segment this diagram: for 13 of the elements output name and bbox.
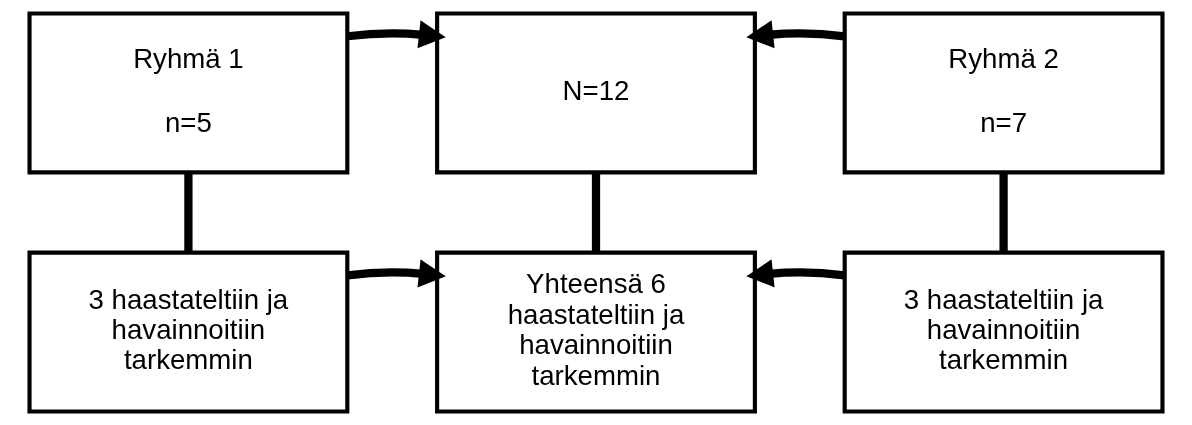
node-box: N=12 xyxy=(435,11,757,175)
node-box: Ryhmä 2 n=7 xyxy=(842,11,1165,175)
arrow xyxy=(347,20,446,49)
arrow xyxy=(746,20,845,49)
arrow xyxy=(746,259,845,288)
node-box: 3 haastateltiin ja havainnoitiin tarkemmin xyxy=(27,250,350,414)
connector xyxy=(999,173,1008,253)
node-box: 3 haastateltiin ja havainnoitiin tarkemmin xyxy=(842,250,1165,414)
arrow xyxy=(347,259,446,288)
node-box: Ryhmä 1 n=5 xyxy=(27,11,350,175)
connector xyxy=(184,173,193,253)
connector xyxy=(591,173,601,253)
node-box: Yhteensä 6 haastateltiin ja havainnoitiin tarkemmin xyxy=(435,250,757,414)
